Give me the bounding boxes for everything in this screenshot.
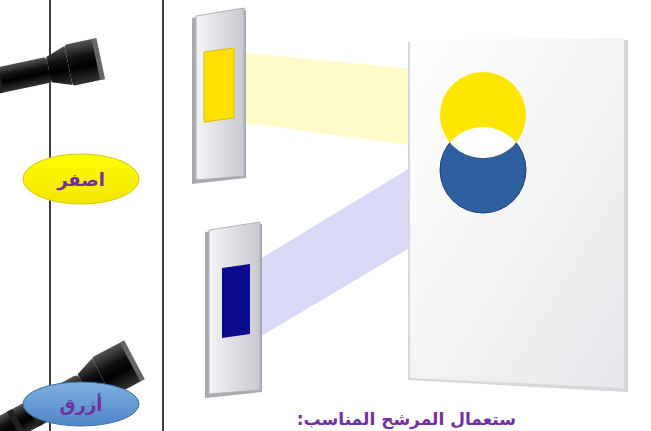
table-line: [162, 0, 164, 431]
blue-spot: [440, 127, 526, 213]
white-overlap: [440, 127, 526, 213]
filter-frame: [196, 8, 244, 180]
flashlight: [0, 38, 105, 107]
screen: [410, 38, 624, 388]
blue-filter: [222, 264, 250, 338]
color-oval: اصفر: [22, 153, 140, 205]
color-oval: أزرق: [22, 381, 140, 427]
note-text: ستعمال المرشح المناسب:: [297, 409, 516, 429]
yellow-filter: [204, 48, 234, 122]
color-name: اصفر: [57, 169, 105, 190]
filter-frame: [209, 222, 260, 394]
flashlight: [0, 340, 145, 431]
color-name: أزرق: [60, 394, 103, 415]
